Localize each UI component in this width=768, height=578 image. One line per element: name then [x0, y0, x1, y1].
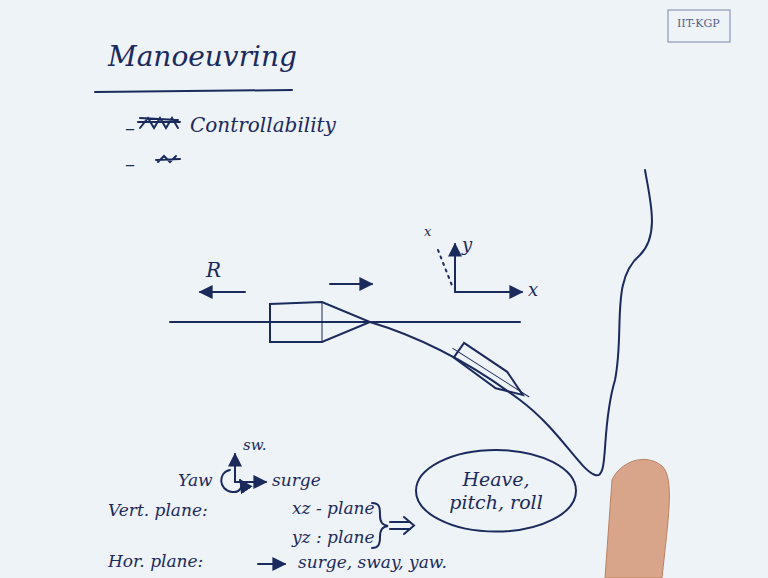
lead-arrow [258, 563, 285, 565]
implies-arrow [404, 517, 414, 534]
circled-note: Heave, pitch, roll [414, 448, 578, 534]
ship-path [370, 170, 652, 475]
motion-label: Yaw [178, 470, 213, 490]
motion-label: sw. [243, 436, 267, 454]
stamp-text: IIT-KGP [677, 17, 720, 30]
struck-word [156, 156, 180, 162]
axis-label: x [528, 279, 538, 301]
hand [605, 459, 669, 578]
bullet-dash: – [125, 152, 135, 176]
note-text: Heave, pitch, roll [436, 468, 556, 514]
motion-label: surge [272, 470, 321, 490]
reference-line [170, 321, 520, 323]
axis-label: y [462, 234, 472, 256]
ship-hull [322, 302, 323, 342]
axis-x [455, 291, 522, 293]
stamp-box [668, 10, 730, 42]
turning-ship [448, 339, 533, 407]
topic-text: Controllability [190, 113, 336, 137]
title-underline [95, 90, 292, 92]
sway-arrow [234, 454, 236, 482]
implies-arrow [390, 521, 410, 523]
implies-arrow [390, 528, 410, 530]
plane-label: Hor. plane: [108, 551, 203, 571]
axis-y [454, 244, 456, 292]
resistance-arrow [200, 291, 245, 293]
title: Manoeuvring [108, 40, 297, 73]
motion-list: surge, sway, yaw. [298, 552, 447, 572]
yaw-curl [221, 470, 241, 492]
force-label: R [206, 258, 221, 282]
plane-label: xz - plane [292, 498, 375, 518]
motion-arrow [330, 283, 372, 285]
plane-label: Vert. plane: [108, 500, 208, 520]
ship-hull [270, 302, 370, 342]
struck-word [138, 118, 180, 128]
axis-dotted [438, 250, 453, 288]
plane-label: yz : plane [292, 527, 375, 547]
bullet-dash: – [125, 116, 135, 140]
ellipse-outline [416, 450, 576, 532]
axis-label: x [424, 224, 431, 240]
